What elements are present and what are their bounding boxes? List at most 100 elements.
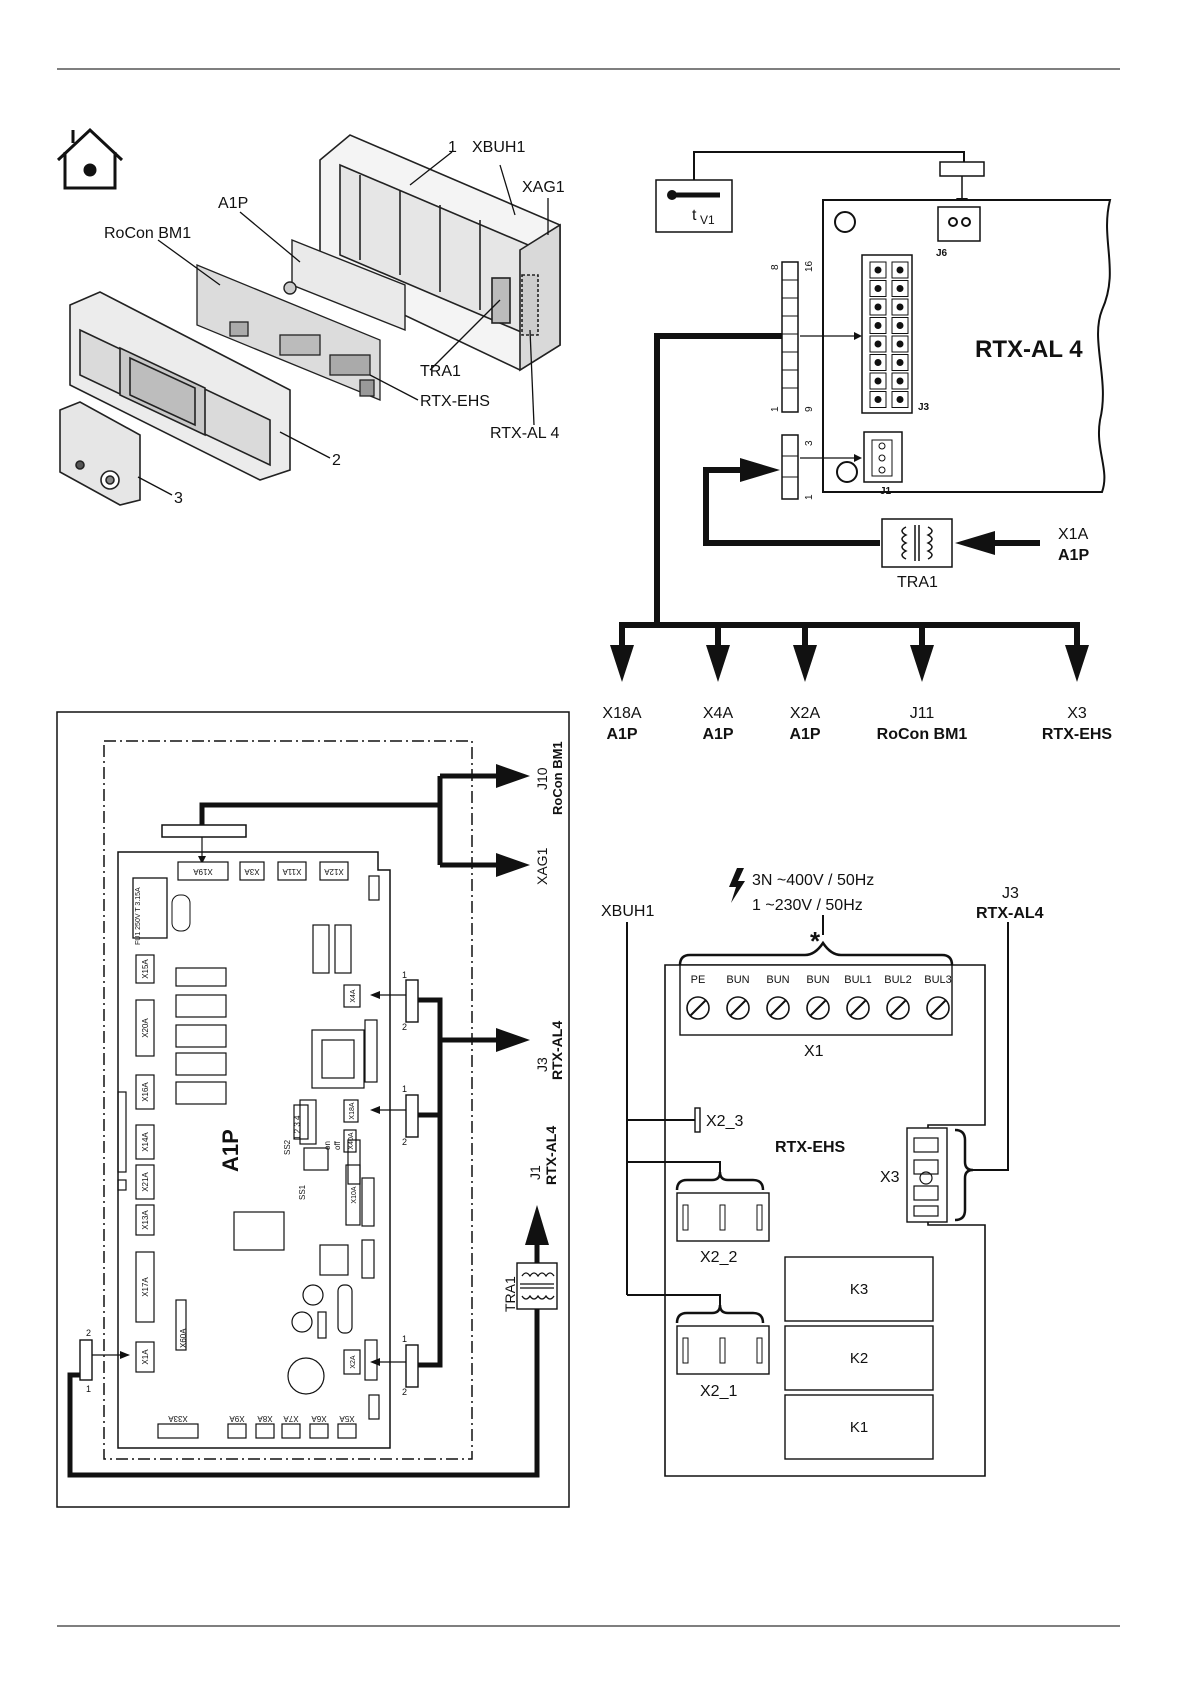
top-conn-1: X3A	[244, 867, 260, 876]
terminal-0: PE	[691, 974, 706, 986]
off-label: off	[333, 1140, 342, 1150]
bottom-conn-0: X33A	[168, 1414, 188, 1423]
j6-label: J6	[936, 248, 948, 259]
ehs-j3-label: J3	[1002, 885, 1019, 902]
x2-2-connector	[676, 1192, 770, 1242]
callout-1: 1	[448, 139, 457, 156]
relay-label-1: K2	[850, 1350, 868, 1367]
x1a-board: A1P	[1058, 547, 1089, 564]
right-conn-0: X4A	[350, 989, 357, 1003]
bottom-conn-5: X5A	[339, 1414, 355, 1423]
j3-plug	[781, 261, 799, 413]
ehs-xbuh1-label: XBUH1	[601, 903, 654, 920]
top-conn-3: X12A	[324, 867, 344, 876]
terminal-6: BUL3	[924, 974, 952, 986]
x2-2-label: X2_2	[700, 1249, 737, 1266]
x1a-label: X1A	[1058, 526, 1089, 543]
left-conn-5: X13A	[141, 1210, 150, 1230]
top-conn-0: X19A	[193, 867, 213, 876]
x60a-label: X60A	[179, 1328, 188, 1348]
on-label: on	[323, 1141, 332, 1150]
pin2-a: 2	[402, 1022, 407, 1032]
a1p-j3-board: RTX-AL4	[549, 1021, 565, 1080]
callout-xag1: XAG1	[522, 179, 565, 196]
power-line2: 1 ~230V / 50Hz	[752, 897, 863, 914]
ss1-label: SS1	[298, 1184, 307, 1200]
pin-16: 16	[804, 260, 815, 272]
x2-1-connector	[676, 1325, 770, 1375]
bottom-conn-4: X6A	[311, 1414, 327, 1423]
a1p-dashed-boundary	[103, 740, 473, 1460]
sensor-sub: V1	[700, 213, 715, 227]
right-conn-2: X40A	[348, 1132, 355, 1149]
tra1-transformer	[881, 518, 953, 568]
right-conn-1: X18A	[349, 1102, 356, 1119]
x2-1-label: X2_1	[700, 1383, 737, 1400]
left-conn-4: X21A	[141, 1172, 150, 1192]
x2-3-label: X2_3	[706, 1113, 743, 1130]
relay-label-2: K1	[850, 1419, 868, 1436]
a1p-j1-board: RTX-AL4	[543, 1126, 559, 1185]
callout-a1p: A1P	[218, 195, 248, 212]
asterisk: *	[810, 926, 821, 956]
target-board-3: RoCon BM1	[877, 726, 968, 743]
left-conn-2: X16A	[141, 1082, 150, 1102]
left-conn-7: X1A	[141, 1349, 150, 1365]
callout-3: 3	[174, 490, 183, 507]
target-conn-1: X4A	[703, 705, 734, 722]
x3-connector	[906, 1127, 948, 1223]
terminal-1: BUN	[726, 974, 749, 986]
x3-label: X3	[880, 1169, 900, 1186]
x1-label: X1	[804, 1043, 824, 1060]
target-conn-4: X3	[1067, 705, 1087, 722]
a1p-board-label: A1P	[218, 1129, 243, 1172]
terminal-3: BUN	[806, 974, 829, 986]
target-conn-0: X18A	[602, 705, 641, 722]
relay-k2	[784, 1325, 934, 1391]
target-board-1: A1P	[702, 726, 733, 743]
terminal-5: BUL2	[884, 974, 912, 986]
a1p-xag1-label: XAG1	[534, 847, 550, 885]
pin-1b: 1	[804, 494, 815, 500]
fuse-label: FU1 250V T 3.15A	[135, 887, 142, 945]
lightning-icon	[729, 868, 745, 903]
target-board-4: RTX-EHS	[1042, 726, 1113, 743]
pin-9: 9	[804, 406, 815, 412]
target-conn-2: X2A	[790, 705, 821, 722]
top-conn-2: X11A	[282, 867, 302, 876]
power-line1: 3N ~400V / 50Hz	[752, 872, 874, 889]
j1-label: J1	[880, 486, 892, 497]
right-conn-3: X10A	[351, 1186, 358, 1203]
ehs-j3-board: RTX-AL4	[976, 905, 1044, 922]
pin1-c: 1	[402, 1334, 407, 1344]
right-conn-4: X2A	[350, 1355, 357, 1369]
terminal-2: BUN	[766, 974, 789, 986]
j10-board: RoCon BM1	[550, 741, 565, 815]
pin1-d: 1	[86, 1384, 91, 1394]
exploded-view: 1 XBUH1 XAG1 A1P RoCon BM1 TRA1 RTX-EHS …	[56, 127, 565, 507]
relay-k1	[784, 1394, 934, 1460]
callout-rtx-al4: RTX-AL 4	[490, 425, 559, 442]
pin1-a: 1	[402, 970, 407, 980]
callout-tra1: TRA1	[420, 363, 461, 380]
bottom-conn-2: X8A	[257, 1414, 273, 1423]
j1-plug	[781, 434, 799, 500]
rtx-ehs-diagram: 3N ~400V / 50Hz 1 ~230V / 50Hz * XBUH1 J…	[601, 868, 1044, 1477]
left-conn-1: X20A	[141, 1018, 150, 1038]
sensor-t: t	[692, 207, 697, 224]
callout-rocon: RoCon BM1	[104, 225, 191, 242]
terminal-4: BUL1	[844, 974, 872, 986]
a1p-tra1	[516, 1262, 558, 1310]
pin2-d: 2	[86, 1328, 91, 1338]
target-board-0: A1P	[606, 726, 637, 743]
j10-label: J10	[534, 767, 550, 790]
pin-8: 8	[770, 264, 781, 270]
a1p-tra1-label: TRA1	[502, 1276, 518, 1312]
pin-3: 3	[804, 440, 815, 446]
callout-2: 2	[332, 452, 341, 469]
left-conn-0: X15A	[141, 959, 150, 979]
bottom-conn-3: X7A	[283, 1414, 299, 1423]
target-board-2: A1P	[789, 726, 820, 743]
